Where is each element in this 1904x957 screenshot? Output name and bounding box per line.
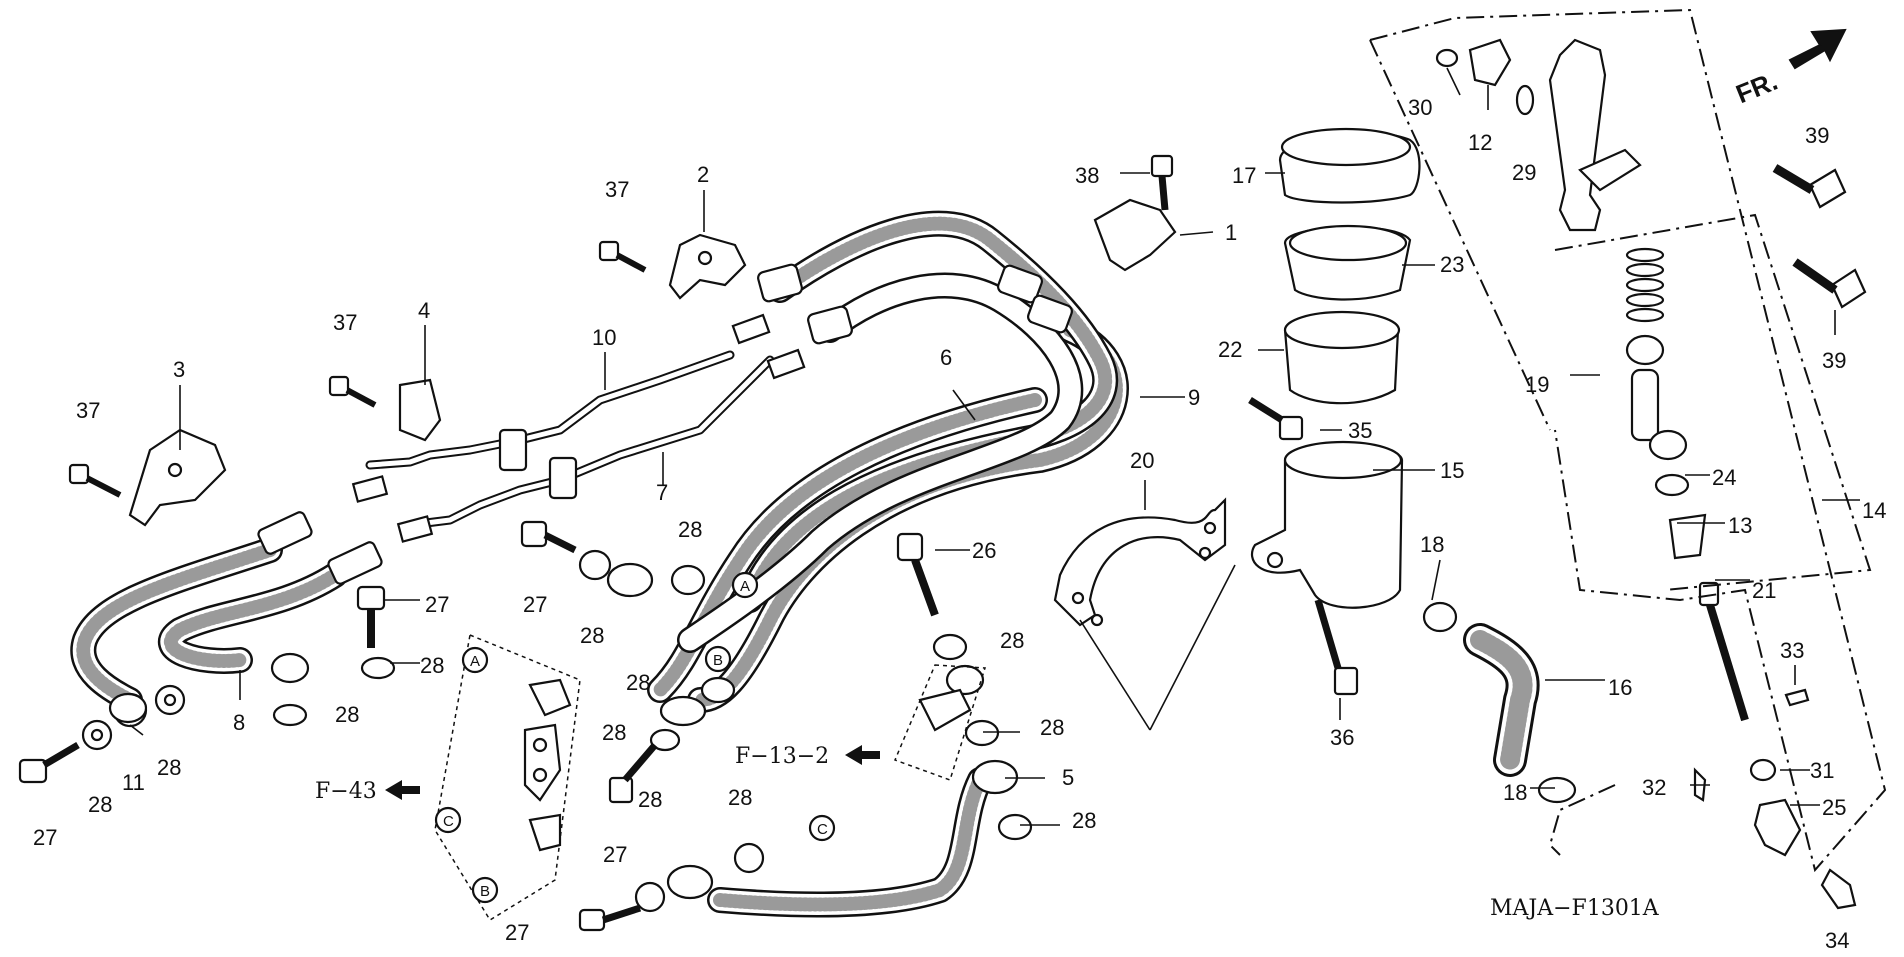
callout-23: 23	[1440, 252, 1464, 277]
callout-27e: 27	[505, 920, 529, 945]
reference-arrows	[385, 745, 880, 800]
callout-28e: 28	[580, 623, 604, 648]
callout-27c: 27	[523, 592, 547, 617]
callout-8: 8	[233, 710, 245, 735]
callout-27a: 27	[33, 825, 57, 850]
callout-18b: 18	[1503, 780, 1527, 805]
brake-pipes	[257, 263, 1073, 585]
banjo-fittings	[108, 562, 1019, 900]
callout-17: 17	[1232, 163, 1256, 188]
callout-12: 12	[1468, 130, 1492, 155]
front-direction-arrow	[1788, 28, 1847, 70]
callout-1: 1	[1225, 220, 1237, 245]
marker-a2: A	[740, 578, 750, 595]
callout-lines	[129, 67, 1860, 826]
callout-4: 4	[418, 298, 430, 323]
callout-28l: 28	[728, 785, 752, 810]
callout-29: 29	[1512, 160, 1536, 185]
callout-22: 22	[1218, 337, 1242, 362]
marker-b1: B	[713, 652, 723, 669]
callout-37b: 37	[333, 310, 357, 335]
callout-28m: 28	[638, 787, 662, 812]
callout-32: 32	[1642, 775, 1666, 800]
callout-20: 20	[1130, 448, 1154, 473]
callout-7: 7	[656, 480, 668, 505]
callout-27d: 27	[603, 842, 627, 867]
callout-28d: 28	[420, 653, 444, 678]
callout-14: 14	[1862, 498, 1886, 523]
callout-2: 2	[697, 162, 709, 187]
callout-36: 36	[1330, 725, 1354, 750]
direction-label: FR.	[1732, 66, 1782, 110]
callout-19: 19	[1525, 372, 1549, 397]
marker-c2: C	[817, 821, 828, 838]
callout-5: 5	[1062, 765, 1074, 790]
reference-f13-2[interactable]: F−13−2	[735, 744, 829, 769]
callout-3: 3	[173, 357, 185, 382]
brake-hoses	[70, 210, 1129, 918]
callout-28b: 28	[157, 755, 181, 780]
callout-18a: 18	[1420, 532, 1444, 557]
callout-31: 31	[1810, 758, 1834, 783]
diagram-code: MAJA−F1301A	[1490, 896, 1660, 921]
reservoir-assembly	[1250, 127, 1421, 609]
callout-37c: 37	[605, 177, 629, 202]
callout-6: 6	[940, 345, 952, 370]
reference-f43[interactable]: F−43	[315, 779, 377, 804]
callout-33: 33	[1780, 638, 1804, 663]
marker-c1: C	[443, 813, 454, 830]
callout-28i: 28	[1000, 628, 1024, 653]
callout-21: 21	[1752, 578, 1776, 603]
callout-28f: 28	[678, 517, 702, 542]
callout-28j: 28	[1040, 715, 1064, 740]
group-outlines	[434, 8, 1887, 922]
callout-38: 38	[1075, 163, 1099, 188]
callout-10: 10	[592, 325, 616, 350]
master-cylinder	[1435, 38, 1857, 910]
reservoir-hose	[1422, 601, 1577, 804]
marker-b2: B	[480, 883, 490, 900]
clamps-left	[68, 233, 747, 527]
callout-9: 9	[1188, 385, 1200, 410]
callout-30: 30	[1408, 95, 1432, 120]
washers-bolts	[18, 154, 1867, 932]
callout-28a: 28	[88, 792, 112, 817]
callout-28h: 28	[602, 720, 626, 745]
callout-15: 15	[1440, 458, 1464, 483]
callout-39a: 39	[1805, 123, 1829, 148]
callout-39b: 39	[1822, 348, 1846, 373]
callout-25: 25	[1822, 795, 1846, 820]
callout-16: 16	[1608, 675, 1632, 700]
connection-markers: A A B B C C	[434, 571, 836, 904]
callout-28c: 28	[335, 702, 359, 727]
clip-parts	[523, 678, 972, 852]
callout-27b: 27	[425, 592, 449, 617]
marker-a1: A	[470, 653, 480, 670]
bracket-reservoir	[1053, 198, 1236, 731]
callout-35: 35	[1348, 418, 1372, 443]
callout-numbers: 1 2 3 4 5 6 7 8 9 10 11 12 13 14 15 16 1…	[33, 95, 1886, 953]
callout-13: 13	[1728, 513, 1752, 538]
callout-26: 26	[972, 538, 996, 563]
callout-24: 24	[1712, 465, 1736, 490]
callout-28g: 28	[626, 670, 650, 695]
callout-11: 11	[122, 770, 145, 795]
callout-37a: 37	[76, 398, 100, 423]
callout-28k: 28	[1072, 808, 1096, 833]
callout-34: 34	[1825, 928, 1849, 953]
